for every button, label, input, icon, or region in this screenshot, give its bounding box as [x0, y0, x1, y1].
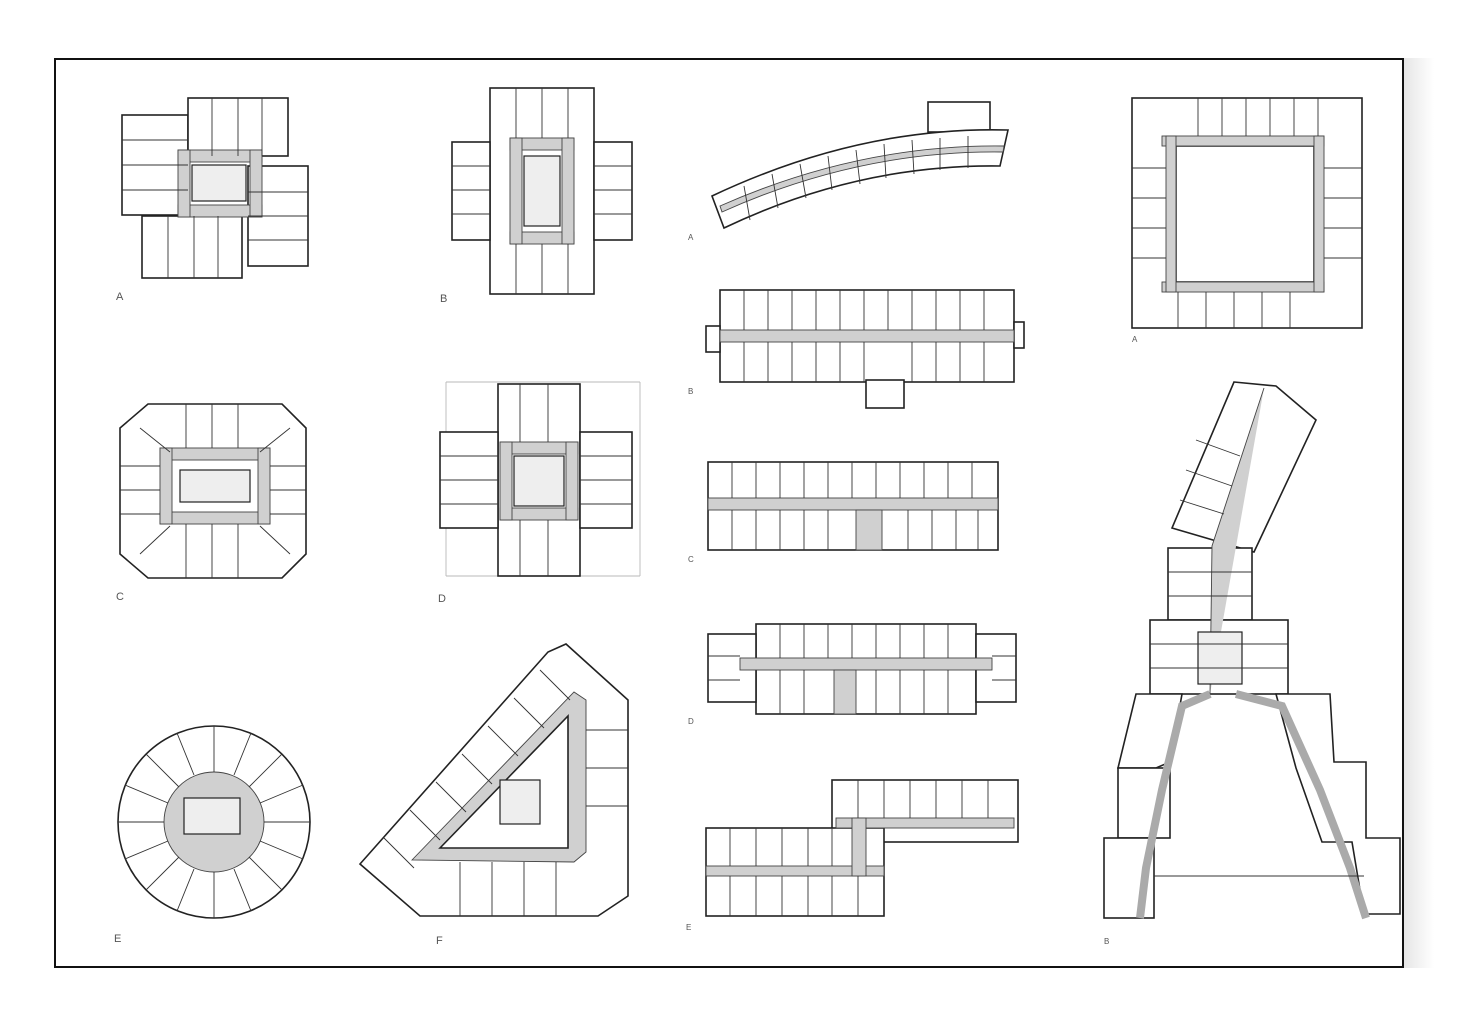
plan-label-col1-c: C [116, 591, 124, 603]
floor-plan-1e [117, 725, 311, 919]
floor-plan-1d [439, 381, 641, 577]
plan-label-col3-a: A [1132, 335, 1138, 344]
plan-label-col1-d: D [438, 593, 446, 605]
floor-plan-3b [1103, 381, 1401, 920]
plan-label-col2-a: A [688, 233, 694, 242]
plan-label-col2-d: D [688, 717, 694, 726]
floor-plan-1b [451, 87, 633, 295]
floor-plan-1c [119, 403, 307, 579]
floor-plan-1f [358, 643, 629, 917]
floor-plan-2b [705, 289, 1025, 409]
plan-label-col2-c: C [688, 555, 694, 564]
plan-label-col1-e: E [114, 933, 121, 945]
plan-label-col1-b: B [440, 293, 447, 305]
plan-label-col3-b: B [1104, 937, 1109, 946]
page-edge-shadow [1404, 58, 1434, 968]
plan-label-col2-e: E [686, 923, 691, 932]
floor-plan-2e [705, 779, 1019, 917]
floor-plan-3a [1131, 97, 1363, 329]
floor-plan-2d [707, 623, 1017, 715]
plan-label-col1-f: F [436, 935, 443, 947]
floor-plan-2c [707, 461, 999, 551]
floor-plan-2a [710, 101, 1009, 230]
plan-label-col2-b: B [688, 387, 693, 396]
floor-plan-1a [121, 97, 309, 279]
plan-label-col1-a: A [116, 291, 124, 303]
